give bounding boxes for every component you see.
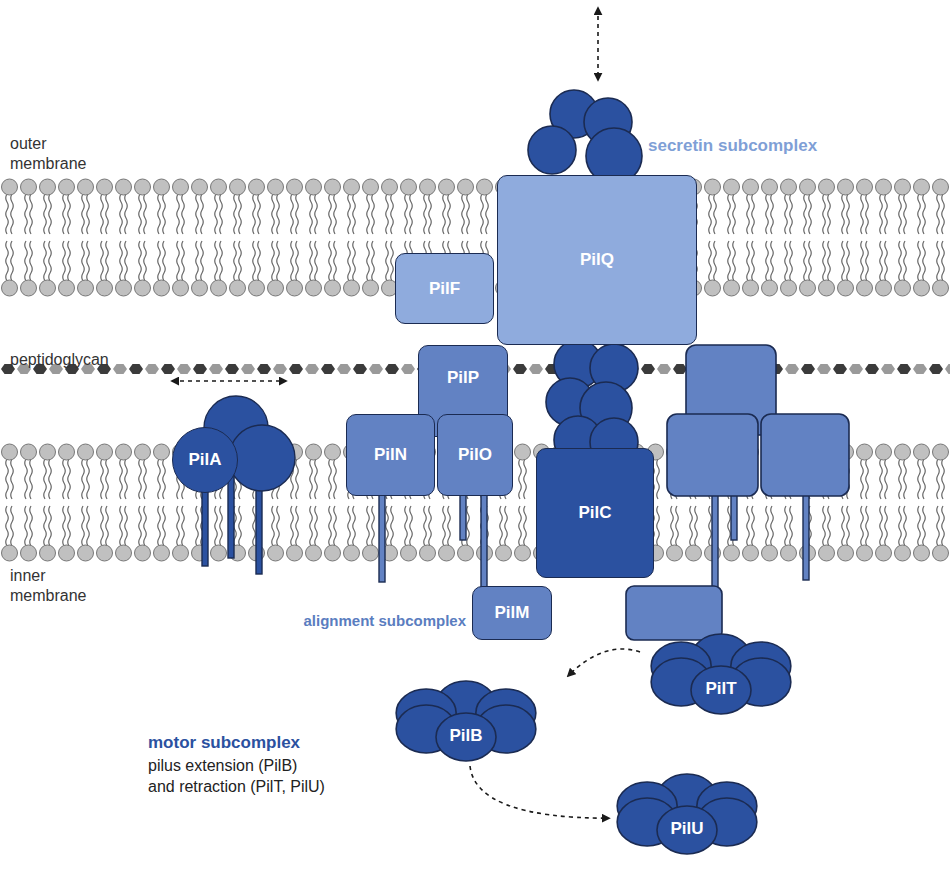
alignment-box: PilM: [472, 586, 552, 640]
region-label: peptidoglycan: [10, 350, 109, 370]
region-label: inner membrane: [10, 566, 92, 606]
pilot-protein-box: PilF: [395, 253, 494, 324]
region-label: secretin subcomplex: [648, 136, 817, 156]
alignment-box: PilO: [437, 414, 513, 496]
alignment-box: PilN: [346, 414, 435, 496]
hexamer-outline: [612, 772, 762, 856]
secretin-box: PilQ: [497, 175, 697, 345]
protein-name: PilT: [705, 679, 736, 699]
pilin-diffusion-arrow: [172, 380, 286, 382]
atpase-hexamer: PilT: [646, 632, 796, 716]
region-label: outer membrane: [10, 134, 92, 174]
protein-name: PilF: [429, 279, 460, 299]
recruitment-arrow: [568, 649, 640, 676]
atpase-hexamer: PilU: [612, 772, 762, 856]
hexamer-subunit: [691, 666, 751, 714]
hexamer-subunit: [436, 713, 496, 761]
protein-name: PilN: [374, 445, 407, 465]
atpase-hexamer: PilB: [391, 679, 541, 763]
protein-name: PilO: [458, 445, 492, 465]
region-label: motor subcomplex: [148, 733, 300, 753]
hexamer-subunit: [657, 806, 717, 854]
pilin-circle: PilA: [172, 427, 238, 493]
hexamer-outline: [391, 679, 541, 763]
protein-name: PilP: [447, 368, 479, 388]
platform-protein-box: PilC: [536, 448, 654, 578]
protein-name: PilA: [188, 450, 221, 470]
protein-name: PilM: [495, 603, 530, 623]
protein-name: PilB: [449, 726, 482, 746]
region-label: and retraction (PilT, PilU): [148, 777, 325, 797]
hexamer-outline: [646, 632, 796, 716]
region-label: pilus extension (PilB): [148, 756, 297, 776]
pilus-motion-arrow: [597, 8, 599, 80]
protein-name: PilQ: [580, 250, 614, 270]
unlabelled-alignment-copy: [626, 345, 849, 640]
protein-name: PilC: [578, 503, 611, 523]
protein-name: PilU: [670, 819, 703, 839]
dashed-arrow: [470, 766, 609, 818]
region-label: alignment subcomplex: [303, 611, 466, 631]
